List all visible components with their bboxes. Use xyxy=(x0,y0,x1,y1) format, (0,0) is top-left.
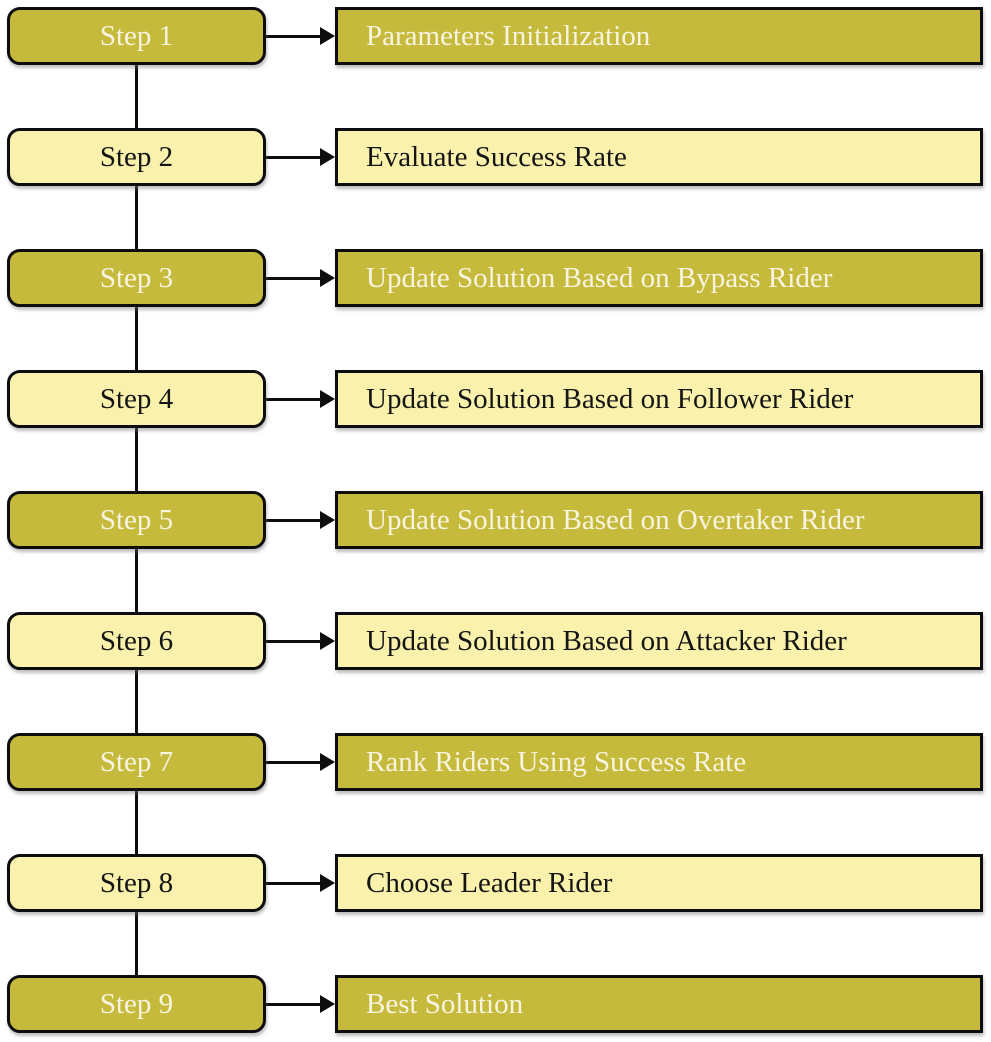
flow-row-3: Step 3 Update Solution Based on Bypass R… xyxy=(0,249,991,307)
step-2-description-box: Evaluate Success Rate xyxy=(335,128,983,186)
step-4-box: Step 4 xyxy=(7,370,266,428)
step-9-box: Step 9 xyxy=(7,975,266,1033)
step-5-description-box: Update Solution Based on Overtaker Rider xyxy=(335,491,983,549)
step-3-box: Step 3 xyxy=(7,249,266,307)
flow-row-4: Step 4 Update Solution Based on Follower… xyxy=(0,370,991,428)
arrow-right-icon xyxy=(266,854,335,912)
flowchart-rows: Step 1 Parameters Initialization Step 2 … xyxy=(0,7,991,1033)
arrow-right-icon xyxy=(266,975,335,1033)
arrow-right-icon xyxy=(266,7,335,65)
step-4-label: Step 4 xyxy=(99,382,174,415)
step-9-description: Best Solution xyxy=(366,987,524,1020)
step-6-description: Update Solution Based on Attacker Rider xyxy=(366,624,847,657)
flow-row-2: Step 2 Evaluate Success Rate xyxy=(0,128,991,186)
step-6-description-box: Update Solution Based on Attacker Rider xyxy=(335,612,983,670)
step-2-description: Evaluate Success Rate xyxy=(366,140,627,173)
step-7-description-box: Rank Riders Using Success Rate xyxy=(335,733,983,791)
step-3-description: Update Solution Based on Bypass Rider xyxy=(366,261,833,294)
step-8-description: Choose Leader Rider xyxy=(366,866,613,899)
step-1-box: Step 1 xyxy=(7,7,266,65)
flow-row-7: Step 7 Rank Riders Using Success Rate xyxy=(0,733,991,791)
flow-row-6: Step 6 Update Solution Based on Attacker… xyxy=(0,612,991,670)
step-6-label: Step 6 xyxy=(99,624,174,657)
step-5-box: Step 5 xyxy=(7,491,266,549)
step-3-description-box: Update Solution Based on Bypass Rider xyxy=(335,249,983,307)
flow-row-8: Step 8 Choose Leader Rider xyxy=(0,854,991,912)
step-4-description-box: Update Solution Based on Follower Rider xyxy=(335,370,983,428)
arrow-right-icon xyxy=(266,249,335,307)
step-8-description-box: Choose Leader Rider xyxy=(335,854,983,912)
arrow-right-icon xyxy=(266,612,335,670)
step-9-description-box: Best Solution xyxy=(335,975,983,1033)
step-7-label: Step 7 xyxy=(99,745,174,778)
arrow-right-icon xyxy=(266,128,335,186)
step-1-label: Step 1 xyxy=(99,19,174,52)
flow-row-5: Step 5 Update Solution Based on Overtake… xyxy=(0,491,991,549)
step-1-description-box: Parameters Initialization xyxy=(335,7,983,65)
step-9-label: Step 9 xyxy=(99,987,174,1020)
step-6-box: Step 6 xyxy=(7,612,266,670)
step-1-description: Parameters Initialization xyxy=(366,19,651,52)
arrow-right-icon xyxy=(266,491,335,549)
step-5-description: Update Solution Based on Overtaker Rider xyxy=(366,503,865,536)
step-4-description: Update Solution Based on Follower Rider xyxy=(366,382,854,415)
step-7-box: Step 7 xyxy=(7,733,266,791)
step-2-box: Step 2 xyxy=(7,128,266,186)
step-8-box: Step 8 xyxy=(7,854,266,912)
arrow-right-icon xyxy=(266,370,335,428)
flow-row-1: Step 1 Parameters Initialization xyxy=(0,7,991,65)
arrow-right-icon xyxy=(266,733,335,791)
flow-row-9: Step 9 Best Solution xyxy=(0,975,991,1033)
step-3-label: Step 3 xyxy=(99,261,174,294)
step-2-label: Step 2 xyxy=(99,140,174,173)
step-8-label: Step 8 xyxy=(99,866,174,899)
step-7-description: Rank Riders Using Success Rate xyxy=(366,745,747,778)
step-5-label: Step 5 xyxy=(99,503,174,536)
